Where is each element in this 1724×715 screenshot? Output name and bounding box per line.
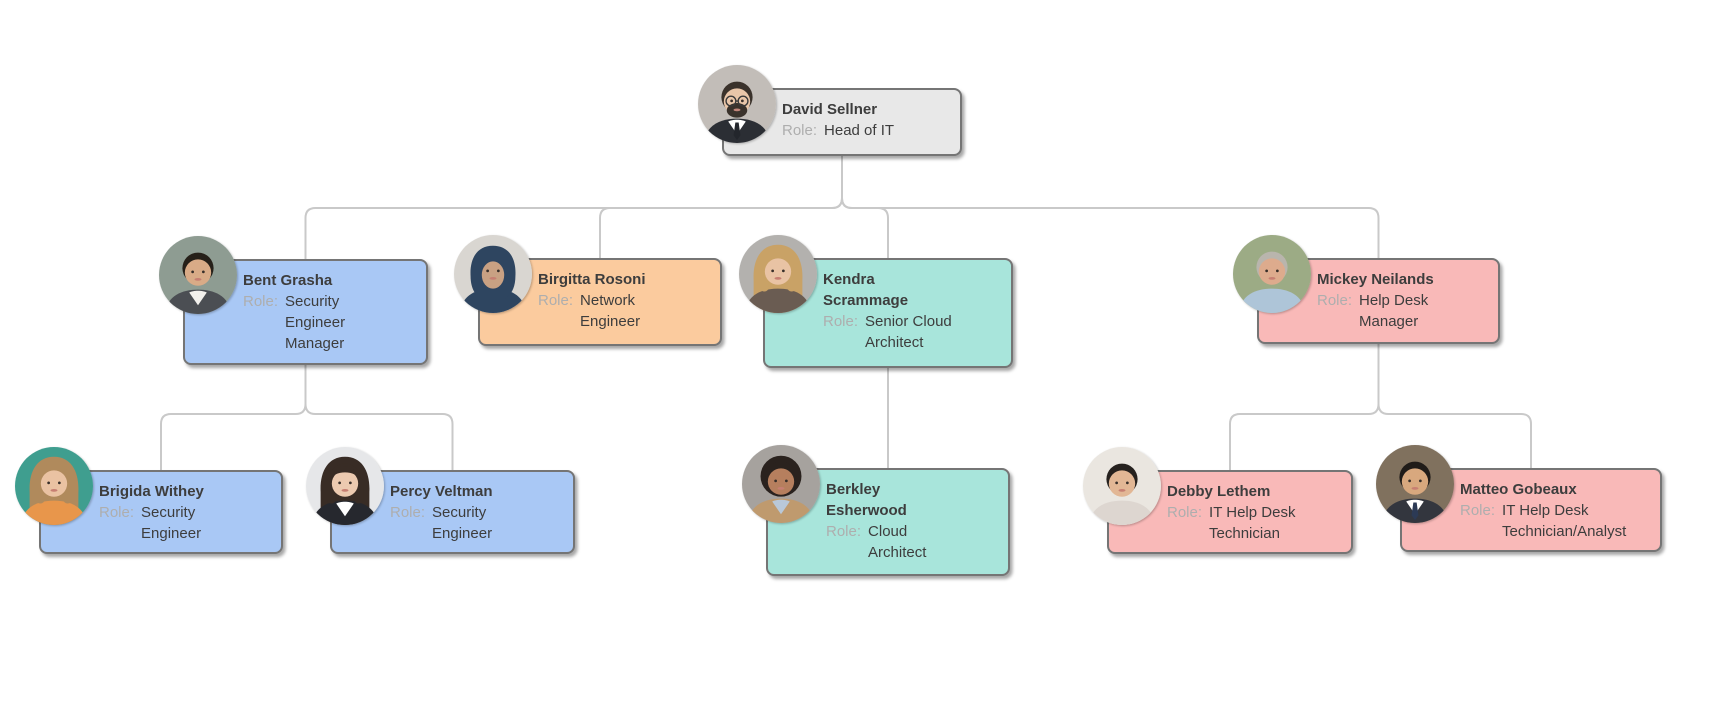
person-role: Role: Help Desk Manager <box>1317 290 1490 332</box>
person-name: Brigida Withey <box>99 483 204 500</box>
person-name: Mickey Neilands <box>1317 271 1434 288</box>
person-role: Role: Security Engineer Manager <box>243 291 418 354</box>
avatar-photo <box>306 447 384 525</box>
role-label: Role: <box>538 292 574 309</box>
avatar-photo <box>159 236 237 314</box>
person-name: Debby Lethem <box>1167 483 1271 500</box>
role-label: Role: <box>390 504 426 521</box>
role-value: IT Help Desk Technician/Analyst <box>1502 502 1627 540</box>
person-role: Role: Security Engineer <box>99 502 273 544</box>
person-role: Role: Head of IT <box>782 120 952 141</box>
person-name: David Sellner <box>782 101 878 118</box>
person-role: Role: IT Help Desk Technician <box>1167 502 1343 544</box>
role-label: Role: <box>782 122 818 139</box>
role-label: Role: <box>826 523 862 540</box>
connector-bent-grasha-to-percy-veltman <box>304 365 454 470</box>
person-role: Role: Network Engineer <box>538 290 712 332</box>
avatar-birgitta-rosoni <box>454 235 532 313</box>
avatar-brigida-withey <box>15 447 93 525</box>
person-name: Birgitta Rosoni <box>538 271 646 288</box>
role-value: IT Help Desk Technician <box>1209 504 1296 542</box>
avatar-percy-veltman <box>306 447 384 525</box>
role-label: Role: <box>99 504 135 521</box>
connector-mickey-neilands-to-matteo-gobeaux <box>1377 344 1532 468</box>
connector-david-sellner-to-mickey-neilands <box>841 156 1380 258</box>
avatar-photo <box>739 235 817 313</box>
person-role: Role: Security Engineer <box>390 502 565 544</box>
avatar-bent-grasha <box>159 236 237 314</box>
avatar-photo <box>698 65 776 143</box>
person-name: Berkley Esherwood <box>826 481 907 519</box>
role-label: Role: <box>243 293 279 310</box>
avatar-david-sellner <box>698 65 776 143</box>
person-role: Role: Cloud Architect <box>826 521 1000 563</box>
avatar-photo <box>1083 447 1161 525</box>
person-role: Role: IT Help Desk Technician/Analyst <box>1460 500 1652 542</box>
avatar-debby-lethem <box>1083 447 1161 525</box>
role-value: Security Engineer Manager <box>285 293 346 352</box>
connector-mickey-neilands-to-debby-lethem <box>1229 344 1380 470</box>
role-value: Network Engineer <box>580 292 641 330</box>
role-label: Role: <box>823 313 859 330</box>
person-role: Role: Senior Cloud Architect <box>823 311 1003 353</box>
role-value: Help Desk Manager <box>1359 292 1429 330</box>
person-card-kendra-scrammage[interactable]: Kendra Scrammage Role: Senior Cloud Arch… <box>763 258 1013 368</box>
person-name: Kendra Scrammage <box>823 271 909 309</box>
role-value: Security Engineer <box>141 504 202 542</box>
person-name: Bent Grasha <box>243 272 333 289</box>
avatar-berkley-esherwood <box>742 445 820 523</box>
avatar-photo <box>1376 445 1454 523</box>
avatar-mickey-neilands <box>1233 235 1311 313</box>
avatar-photo <box>454 235 532 313</box>
role-label: Role: <box>1167 504 1203 521</box>
avatar-kendra-scrammage <box>739 235 817 313</box>
role-label: Role: <box>1460 502 1496 519</box>
avatar-matteo-gobeaux <box>1376 445 1454 523</box>
avatar-photo <box>742 445 820 523</box>
avatar-photo <box>1233 235 1311 313</box>
role-value: Senior Cloud Architect <box>865 313 952 351</box>
person-name: Matteo Gobeaux <box>1460 481 1577 498</box>
connector-bent-grasha-to-brigida-withey <box>160 365 307 470</box>
person-name: Percy Veltman <box>390 483 493 500</box>
connector-david-sellner-to-birgitta-rosoni <box>599 156 843 258</box>
role-label: Role: <box>1317 292 1353 309</box>
avatar-photo <box>15 447 93 525</box>
role-value: Cloud Architect <box>868 523 927 561</box>
role-value: Security Engineer <box>432 504 493 542</box>
role-value: Head of IT <box>824 122 895 139</box>
